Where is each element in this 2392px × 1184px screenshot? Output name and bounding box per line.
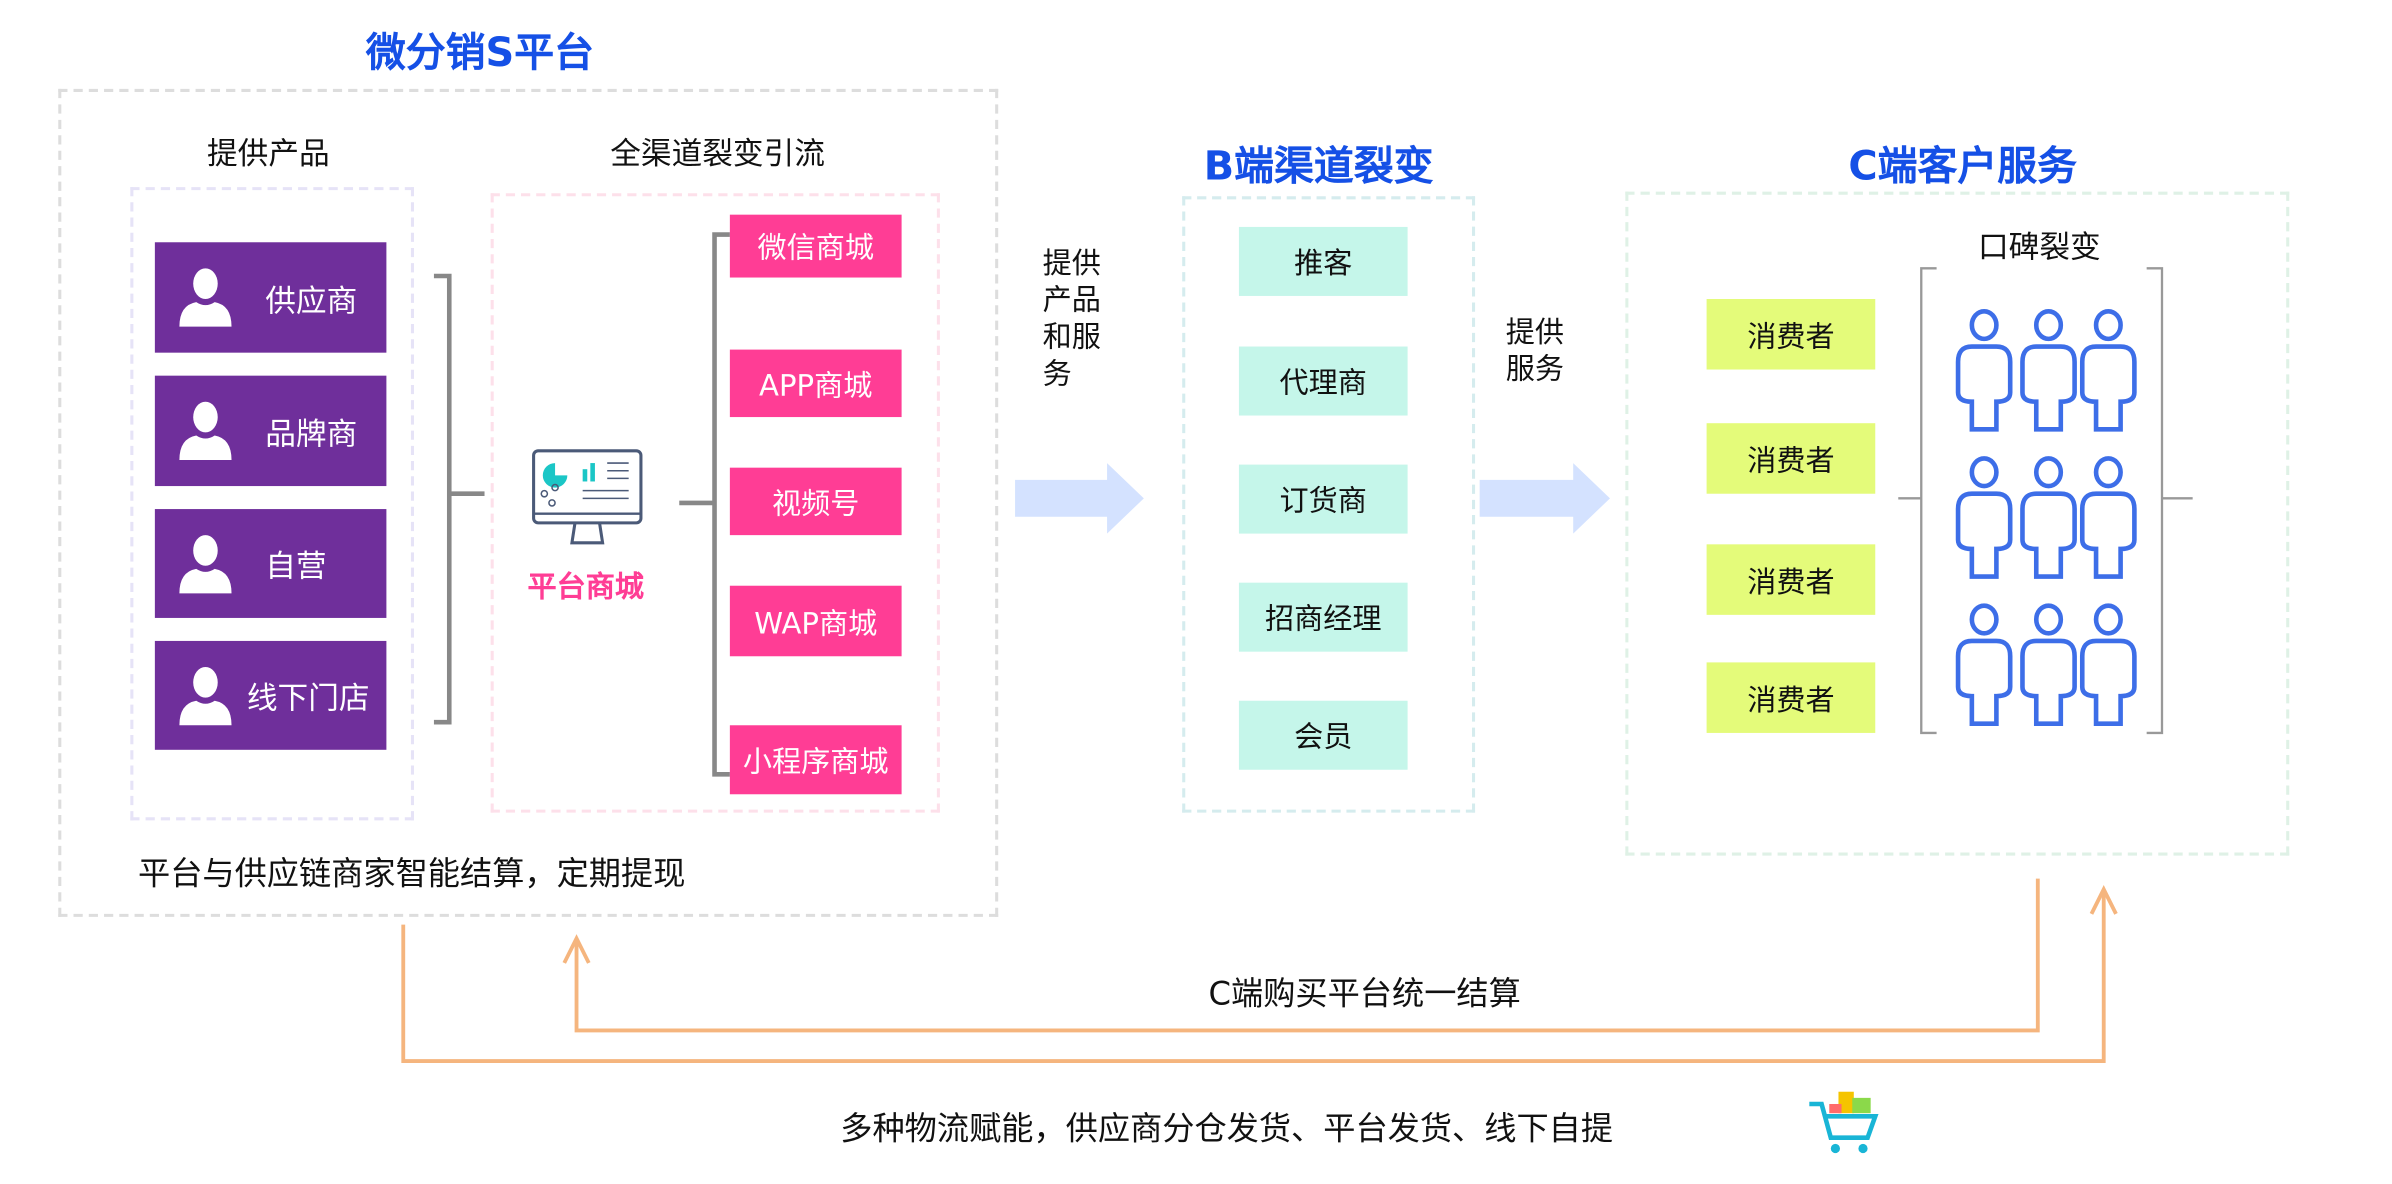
- consumer-item: 消费者: [1706, 544, 1876, 615]
- person-icon: [2079, 603, 2137, 727]
- consumer-item: 消费者: [1706, 298, 1876, 370]
- provide-products-label: 提供产品: [206, 134, 330, 172]
- consumer-item: 消费者: [1706, 423, 1876, 494]
- arrow1-label: 提供产品和服务: [1042, 246, 1101, 391]
- b-channel-item: 代理商: [1238, 346, 1408, 416]
- settlement-flow-line: [574, 878, 2040, 1033]
- channel-item: 微信商城: [729, 214, 902, 278]
- channel-item: 视频号: [729, 467, 902, 536]
- c-service-title: C端客户服务: [1848, 144, 2077, 191]
- person-icon: [2079, 456, 2137, 579]
- user-icon: [179, 401, 232, 460]
- b-channel-item: 推客: [1238, 226, 1408, 296]
- b-channel-item: 会员: [1238, 700, 1408, 770]
- supplier-label: 自营: [265, 547, 327, 585]
- channels-box: [490, 193, 940, 813]
- monitor-icon: [532, 449, 643, 545]
- supplier-bracket: [433, 273, 485, 725]
- supplier-label: 供应商: [265, 281, 358, 319]
- arrow-right-icon: [1479, 463, 1610, 534]
- b-channel-box: [1182, 196, 1476, 813]
- suppliers-box: [130, 187, 414, 821]
- consumer-item: 消费者: [1706, 662, 1876, 733]
- arrow-right-icon: [1015, 463, 1144, 534]
- person-icon: [2020, 308, 2077, 432]
- shopping-cart-icon: [1809, 1091, 1879, 1154]
- channel-bracket: [679, 232, 730, 777]
- c-service-box: [1625, 191, 2290, 856]
- person-icon: [1955, 603, 2013, 727]
- brace-left: [1898, 267, 1937, 735]
- supplier-item: 线下门店: [154, 640, 387, 750]
- arrow-up-icon: [2089, 885, 2118, 915]
- loop-label: C端购买平台统一结算: [1208, 975, 1521, 1012]
- supplier-item: 品牌商: [154, 375, 387, 487]
- platform-title: 微分销S平台: [365, 30, 594, 77]
- channel-item: WAP商城: [729, 585, 902, 657]
- person-icon: [2020, 603, 2077, 727]
- b-channel-item: 招商经理: [1238, 582, 1408, 652]
- arrow-up-icon: [562, 934, 591, 964]
- platform-box: [58, 88, 999, 917]
- supplier-item: 自营: [154, 509, 387, 618]
- supplier-item: 供应商: [154, 242, 387, 353]
- channel-item: 小程序商城: [729, 725, 902, 795]
- full-channel-label: 全渠道裂变引流: [610, 134, 825, 172]
- b-channel-item: 订货商: [1238, 464, 1408, 534]
- logistics-flow-line: [401, 892, 2106, 1063]
- arrow2-label: 提供服务: [1505, 315, 1565, 387]
- channel-item: APP商城: [729, 349, 902, 418]
- user-icon: [179, 268, 232, 327]
- supplier-label: 线下门店: [246, 679, 370, 717]
- person-icon: [1955, 456, 2013, 579]
- person-icon: [2079, 308, 2137, 432]
- person-icon: [2020, 456, 2077, 579]
- brace-right: [2146, 267, 2193, 735]
- user-icon: [179, 666, 232, 725]
- person-icon: [1955, 308, 2013, 432]
- logistics-label: 多种物流赋能，供应商分仓发货、平台发货、线下自提: [840, 1110, 1614, 1147]
- word-of-mouth-label: 口碑裂变: [1977, 228, 2101, 266]
- supplier-label: 品牌商: [265, 414, 358, 452]
- b-channel-title: B端渠道裂变: [1203, 144, 1434, 191]
- user-icon: [179, 534, 232, 593]
- platform-mall-label: 平台商城: [527, 570, 645, 605]
- settlement-note: 平台与供应链商家智能结算，定期提现: [137, 855, 686, 893]
